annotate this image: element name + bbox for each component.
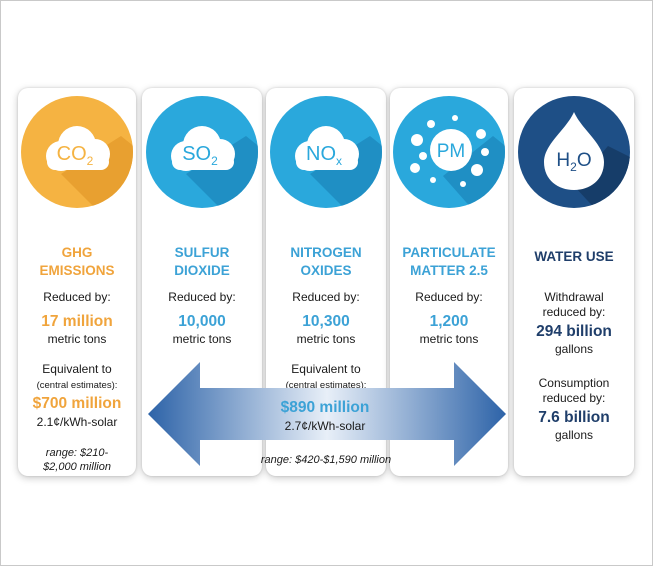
pm-unit: metric tons	[419, 332, 479, 346]
shared-value: $890 million	[280, 399, 370, 416]
nox-cloud-icon: NOx	[270, 96, 382, 208]
nox-unit: metric tons	[296, 332, 356, 346]
shared-range: range: $420-$1,590 million	[260, 454, 392, 466]
pm-particles-icon: PM	[393, 96, 505, 208]
svg-text:PM: PM	[437, 141, 466, 162]
ghg-unit: metric tons	[47, 332, 107, 346]
consumption-label: Consumption	[538, 376, 610, 390]
ghg-value: $700 million	[32, 395, 122, 412]
consumption-reduced-label: reduced by:	[542, 391, 606, 405]
shared-equivalent-label: Equivalent to	[291, 362, 361, 376]
shared-central-estimates-label: (central estimates):	[285, 380, 367, 391]
reduced-by-label: Reduced by:	[292, 290, 360, 304]
central-estimates-label: (central estimates):	[36, 380, 118, 391]
so2-unit: metric tons	[172, 332, 232, 346]
water-use-card: H2O WATER USE Withdrawal reduced by: 294…	[514, 88, 634, 476]
consumption-amount: 7.6 billion	[538, 409, 610, 426]
water-use-title: WATER USE	[534, 249, 614, 264]
ghg-range-line2: $2,000 million	[43, 461, 111, 473]
ghg-amount: 17 million	[41, 313, 113, 330]
co2-cloud-icon: CO2	[21, 96, 133, 208]
consumption-unit: gallons	[554, 428, 594, 442]
nox-amount: 10,300	[302, 313, 350, 330]
shared-value-unit: 2.7¢/kWh-solar	[284, 419, 366, 433]
ghg-value-unit: 2.1¢/kWh-solar	[36, 415, 118, 429]
reduced-by-label: Reduced by:	[43, 290, 111, 304]
so2-amount: 10,000	[178, 313, 226, 330]
double-arrow-icon	[148, 362, 506, 466]
pm-amount: 1,200	[429, 313, 469, 330]
withdrawal-amount: 294 billion	[536, 323, 612, 340]
withdrawal-unit: gallons	[554, 342, 594, 356]
so2-cloud-icon: SO2	[146, 96, 258, 208]
h2o-water-drop-icon: H2O	[518, 96, 630, 208]
reduced-by-label: Reduced by:	[168, 290, 236, 304]
withdrawal-reduced-label: reduced by:	[542, 305, 606, 319]
ghg-range-line1: range: $210-	[45, 447, 109, 459]
equivalent-label: Equivalent to	[42, 362, 112, 376]
reduced-by-label: Reduced by:	[415, 290, 483, 304]
withdrawal-label: Withdrawal	[544, 290, 604, 304]
